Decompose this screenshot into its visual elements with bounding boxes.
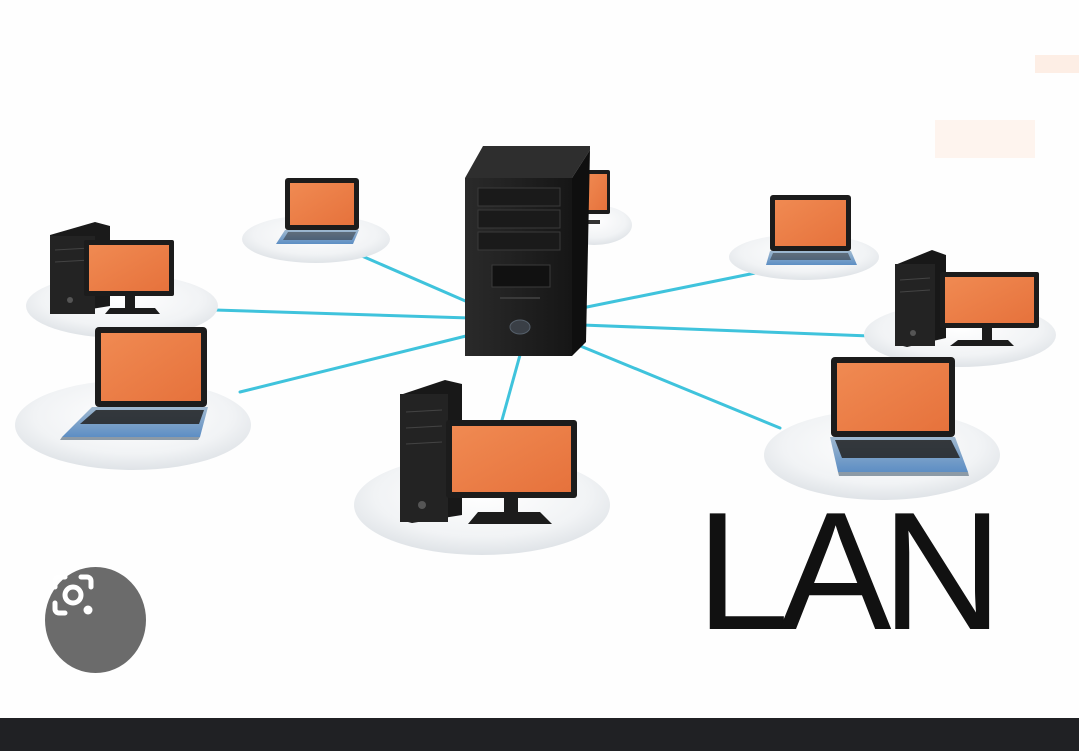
link-line [238, 333, 472, 394]
background-artifact [1035, 55, 1079, 73]
laptop-icon [276, 178, 359, 244]
laptop-icon [766, 195, 857, 265]
laptop-icon [830, 357, 969, 476]
link-line [576, 343, 782, 430]
link-line [580, 268, 772, 310]
link-line [500, 353, 522, 422]
lan-diagram: LAN [15, 55, 1079, 673]
link-line [213, 308, 472, 320]
google-lens-button[interactable] [45, 567, 146, 673]
server-tower-icon [465, 146, 590, 356]
desktop-computer-icon [895, 250, 1039, 347]
desktop-computer-icon [400, 380, 577, 524]
network-links [213, 251, 872, 430]
link-line [580, 323, 872, 338]
laptop-icon [60, 327, 208, 440]
link-line [353, 251, 472, 305]
background-artifact [935, 120, 1035, 158]
network-diagram-canvas [15, 55, 1079, 555]
desktop-computer-icon [50, 222, 174, 314]
bottom-bar [0, 718, 1079, 751]
google-lens-camera-icon [52, 574, 94, 616]
lan-title: LAN [696, 477, 1003, 665]
